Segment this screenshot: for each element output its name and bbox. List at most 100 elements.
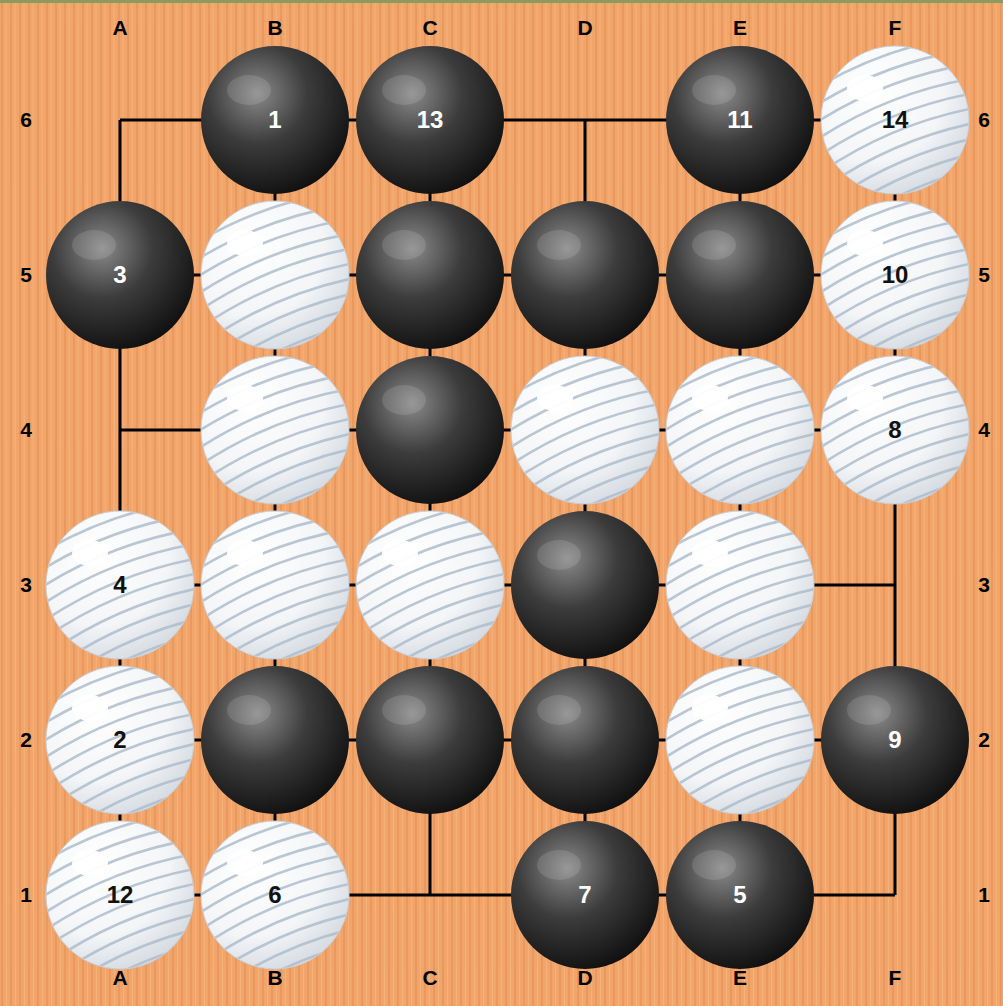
stone-stripe xyxy=(819,44,958,104)
stone-shine xyxy=(382,230,426,260)
stone xyxy=(472,323,699,539)
stone-stripe xyxy=(678,603,849,680)
stone-stripe xyxy=(838,307,971,351)
numbered-stone: 6 xyxy=(199,819,351,971)
stone-rim xyxy=(356,511,504,659)
stone xyxy=(356,201,504,349)
move-number: 12 xyxy=(44,819,196,971)
stone-stripes xyxy=(819,199,971,351)
stone-stripes xyxy=(819,44,971,196)
stone-stripe xyxy=(833,448,971,506)
stone-stripe xyxy=(838,152,971,196)
stone-shine xyxy=(227,540,263,566)
stone-stripes xyxy=(819,354,971,506)
move-number: 9 xyxy=(819,664,971,816)
grid-lines xyxy=(120,120,895,895)
stone-shine xyxy=(537,695,581,725)
stone-stripe xyxy=(44,509,178,555)
coordinate-label: 1 xyxy=(978,883,990,907)
numbered-stone: 14 xyxy=(819,44,971,196)
black-stone xyxy=(356,201,504,349)
black-stone xyxy=(511,511,659,659)
stone-shine xyxy=(537,850,581,880)
stone xyxy=(162,323,389,539)
stone-shine xyxy=(227,695,271,725)
stone-shine xyxy=(227,850,263,876)
stone-stripe xyxy=(213,293,384,370)
stone-stripe xyxy=(44,509,183,569)
stone-shine xyxy=(847,695,891,725)
coordinate-label: 2 xyxy=(978,728,990,752)
stone xyxy=(627,478,854,694)
stone-stripes xyxy=(44,819,196,971)
stone-rim xyxy=(201,356,349,504)
stone-shine xyxy=(382,540,418,566)
stone-shine xyxy=(72,695,108,721)
numbered-stone: 7 xyxy=(509,819,661,971)
move-number: 7 xyxy=(509,819,661,971)
move-number: 10 xyxy=(819,199,971,351)
unnumbered-stones xyxy=(162,168,854,849)
coordinate-label: 5 xyxy=(978,263,990,287)
stone-shine xyxy=(847,230,883,256)
stone-stripe xyxy=(819,44,953,90)
stone-shine xyxy=(692,695,728,721)
coordinate-label: 2 xyxy=(20,728,32,752)
coordinate-label: D xyxy=(577,966,592,990)
black-stone xyxy=(666,201,814,349)
move-number: 8 xyxy=(819,354,971,506)
coordinate-label: 3 xyxy=(20,573,32,597)
stone-shine xyxy=(382,75,426,105)
stone-shine xyxy=(847,385,883,411)
stone-stripe xyxy=(833,293,971,351)
stone-shine xyxy=(382,385,426,415)
stone xyxy=(356,666,504,814)
stone-shine xyxy=(692,385,728,411)
stone-shine xyxy=(692,540,728,566)
stone-stripe xyxy=(323,492,494,569)
stone-stripe xyxy=(58,913,196,971)
stone-shine xyxy=(72,230,116,260)
black-stone xyxy=(201,666,349,814)
stone-stripe xyxy=(63,772,196,816)
stone-shine xyxy=(227,75,271,105)
numbered-stone: 12 xyxy=(44,819,196,971)
coordinate-label: 6 xyxy=(20,108,32,132)
stone-stripe xyxy=(63,927,196,971)
numbered-stone: 11 xyxy=(664,44,816,196)
stone-shine xyxy=(692,850,736,880)
coordinate-label: C xyxy=(422,16,437,40)
coordinate-label: E xyxy=(733,966,747,990)
stone-stripes xyxy=(472,323,699,539)
numbered-stone: 10 xyxy=(819,199,971,351)
stone-stripe xyxy=(58,758,196,816)
stone-stripe xyxy=(819,199,953,245)
coordinate-label: B xyxy=(267,966,282,990)
move-number: 5 xyxy=(664,819,816,971)
stone-stripe xyxy=(819,354,958,414)
coordinate-label: C xyxy=(422,966,437,990)
coordinate-label: 6 xyxy=(978,108,990,132)
stone-shine xyxy=(692,230,736,260)
stone-stripe xyxy=(218,927,351,971)
stone-stripes xyxy=(162,478,389,694)
stone-shine xyxy=(537,540,581,570)
black-stone xyxy=(511,201,659,349)
move-number: 14 xyxy=(819,44,971,196)
stone-shine xyxy=(847,75,883,101)
move-number: 6 xyxy=(199,819,351,971)
numbered-stone: 9 xyxy=(819,664,971,816)
stone-shine xyxy=(537,230,581,260)
numbered-stone: 4 xyxy=(44,509,196,661)
numbered-stone: 13 xyxy=(354,44,506,196)
stone-stripe xyxy=(168,182,339,259)
stone-stripe xyxy=(168,492,339,569)
stone xyxy=(511,201,659,349)
stone-stripes xyxy=(317,478,544,694)
coordinate-label: F xyxy=(889,16,902,40)
stone-stripes xyxy=(162,168,389,384)
stone-stripe xyxy=(633,492,804,569)
stone-stripe xyxy=(168,337,339,414)
